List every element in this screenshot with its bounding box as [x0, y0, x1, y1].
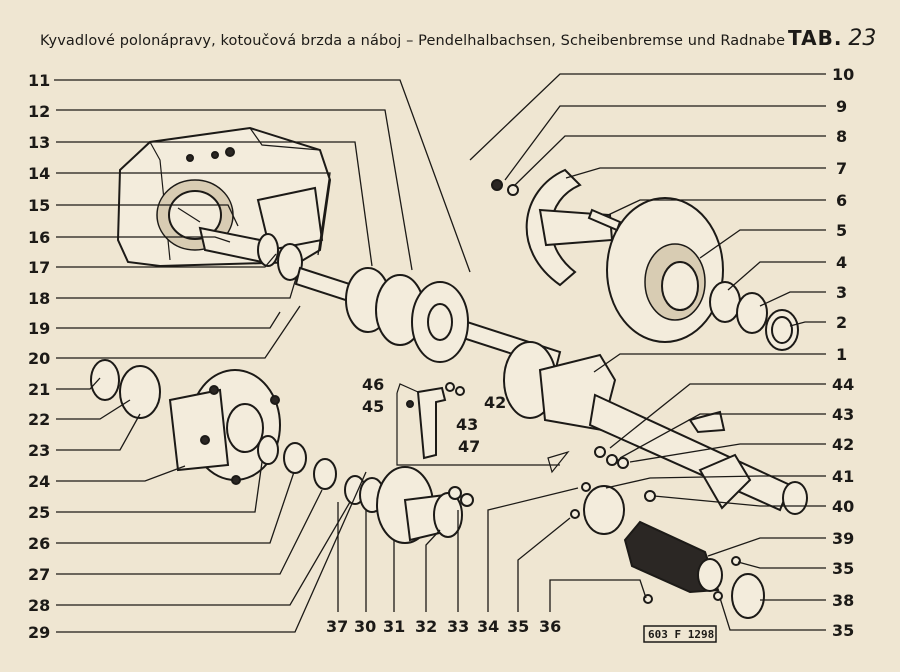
label-2: 2	[836, 313, 847, 332]
label-18: 18	[28, 289, 50, 308]
label-19: 19	[28, 319, 50, 338]
bracket-inset	[396, 382, 570, 474]
label-10: 10	[832, 65, 854, 84]
label-8: 8	[836, 127, 847, 146]
label-24: 24	[28, 472, 50, 491]
part-numbers: 11 12 13 14 15 16 17 18 19 20 21 22 23 2…	[28, 65, 854, 642]
label-21: 21	[28, 380, 50, 399]
label-36: 36	[539, 617, 561, 636]
label-35-bottom: 35	[507, 617, 529, 636]
drawing-code: 603 F 1298	[648, 628, 714, 641]
label-26: 26	[28, 534, 50, 553]
label-43-right: 43	[832, 405, 854, 424]
label-34: 34	[477, 617, 499, 636]
label-20: 20	[28, 349, 50, 368]
label-12: 12	[28, 102, 50, 121]
label-4: 4	[836, 253, 847, 272]
label-46: 46	[362, 375, 384, 394]
leader-lines	[54, 73, 826, 633]
label-29: 29	[28, 623, 50, 642]
label-33: 33	[447, 617, 469, 636]
label-32: 32	[415, 617, 437, 636]
label-17: 17	[28, 258, 50, 277]
tab-number: 23	[848, 26, 877, 51]
page-title: Kyvadlové polonápravy, kotoučová brzda a…	[40, 33, 786, 49]
label-5: 5	[836, 221, 847, 240]
label-44: 44	[832, 375, 854, 394]
label-37: 37	[326, 617, 348, 636]
label-3: 3	[836, 283, 847, 302]
label-47: 47	[458, 437, 480, 456]
label-45: 45	[362, 397, 384, 416]
label-25: 25	[28, 503, 50, 522]
label-9: 9	[836, 97, 847, 116]
label-15: 15	[28, 196, 50, 215]
label-27: 27	[28, 565, 50, 584]
label-7: 7	[836, 159, 847, 178]
label-30: 30	[354, 617, 376, 636]
label-39: 39	[832, 529, 854, 548]
label-31: 31	[383, 617, 405, 636]
label-43-inset: 43	[456, 415, 478, 434]
rubber-boot-assembly	[570, 482, 765, 619]
drive-shaft-assembly	[198, 226, 562, 370]
label-38: 38	[832, 591, 854, 610]
label-23: 23	[28, 441, 50, 460]
table-number: TAB.23	[788, 26, 876, 51]
label-16: 16	[28, 228, 50, 247]
label-22: 22	[28, 410, 50, 429]
label-11: 11	[28, 71, 50, 90]
label-40: 40	[832, 497, 854, 516]
label-6: 6	[836, 191, 847, 210]
label-14: 14	[28, 164, 50, 183]
label-28: 28	[28, 596, 50, 615]
brake-disc-assembly	[491, 168, 799, 351]
label-35-right: 35	[832, 559, 854, 578]
label-41: 41	[832, 467, 854, 486]
axle-tube	[503, 341, 808, 515]
drawing-code-stamp: 603 F 1298	[643, 625, 717, 643]
label-13: 13	[28, 133, 50, 152]
tab-label: TAB.	[788, 26, 843, 50]
label-1: 1	[836, 345, 847, 364]
wheel-hub-assembly	[90, 359, 474, 544]
label-35-lower: 35	[832, 621, 854, 640]
label-42-inset: 42	[484, 393, 506, 412]
label-42-right: 42	[832, 435, 854, 454]
